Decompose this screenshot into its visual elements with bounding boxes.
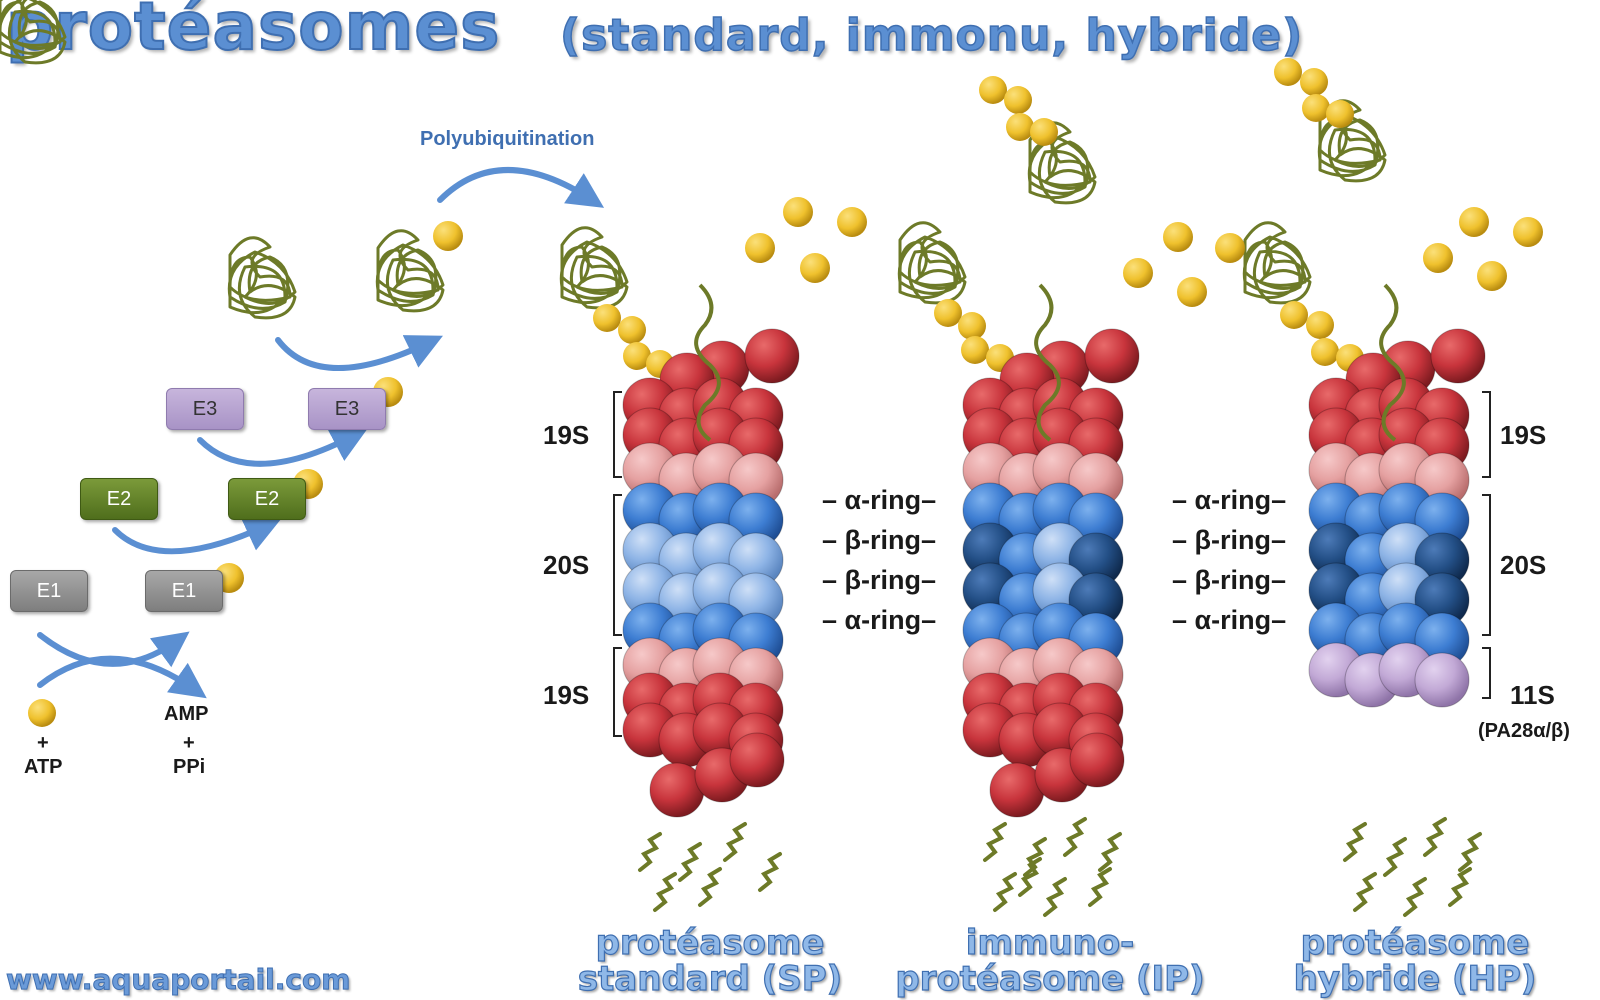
- caption-standard-line2: standard (SP): [577, 959, 843, 999]
- enzyme-e1-free: E1: [10, 570, 88, 612]
- base-subunit: [729, 732, 785, 788]
- lid-subunit: [1084, 328, 1140, 384]
- subunit-brackets: [613, 391, 1491, 737]
- caption-immuno-line2: protéasome (IP): [895, 959, 1205, 999]
- website-url: www.aquaportail.com: [5, 963, 351, 997]
- lid-subunit: [744, 328, 800, 384]
- caption-hybrid-line1: protéasome: [1300, 923, 1530, 963]
- page-subtitle: (standard, immonu, hybride): [559, 9, 1304, 62]
- immunoproteasome-stack: [962, 328, 1140, 818]
- ring-label-beta-1-right: – β-ring–: [1172, 525, 1286, 555]
- label-19s-bottom-left: 19S: [543, 680, 590, 710]
- label-20s-right: 20S: [1500, 550, 1547, 580]
- reaction-arrows: [37, 167, 605, 699]
- ring-label-alpha-2-left: – α-ring–: [822, 605, 937, 635]
- label-pa28: (PA28α/β): [1478, 720, 1570, 742]
- 11s-cap-subunit: [1414, 652, 1470, 708]
- enzyme-e1-loaded: E1: [145, 570, 223, 612]
- atp-label: ATP: [24, 756, 63, 778]
- ring-label-alpha-1-left: – α-ring–: [822, 485, 937, 515]
- enzyme-e2-loaded: E2: [228, 478, 306, 520]
- enzyme-e3-free: E3: [166, 388, 244, 430]
- label-19s-top-left: 19S: [543, 420, 590, 450]
- ring-label-alpha-2-right: – α-ring–: [1172, 605, 1287, 635]
- label-20s-left: 20S: [543, 550, 590, 580]
- caption-standard: protéasome standard (SP): [560, 923, 860, 999]
- ring-label-beta-2-right: – β-ring–: [1172, 565, 1286, 595]
- threading-peptides: [694, 283, 1406, 442]
- enzyme-e2-free: E2: [80, 478, 158, 520]
- label-11s: 11S: [1510, 680, 1555, 710]
- caption-immuno: immuno- protéasome (IP): [880, 923, 1220, 999]
- lid-subunit: [1430, 328, 1486, 384]
- ring-label-beta-2-left: – β-ring–: [822, 565, 936, 595]
- caption-hybrid: protéasome hybride (HP): [1285, 923, 1545, 999]
- atp-plus: +: [37, 732, 49, 754]
- amp-label: AMP: [164, 703, 209, 725]
- page-title: protéasomes: [5, 0, 501, 66]
- caption-hybrid-line2: hybride (HP): [1293, 959, 1537, 999]
- enzyme-e3-loaded: E3: [308, 388, 386, 430]
- label-19s-right: 19S: [1500, 420, 1547, 450]
- polyubiquitination-label: Polyubiquitination: [420, 128, 595, 150]
- caption-immuno-line1: immuno-: [965, 923, 1135, 963]
- protein-substrates: [0, 0, 1387, 320]
- amp-plus: +: [183, 732, 195, 754]
- caption-standard-line1: protéasome: [595, 923, 825, 963]
- ubiquitin-dots: [28, 58, 1543, 727]
- proteasome-standard-stack: [622, 328, 800, 818]
- ring-label-beta-1-left: – β-ring–: [822, 525, 936, 555]
- base-subunit: [1069, 732, 1125, 788]
- ring-label-alpha-1-right: – α-ring–: [1172, 485, 1287, 515]
- ppi-label: PPi: [173, 756, 206, 778]
- hybrid-proteasome-stack: [1308, 328, 1486, 708]
